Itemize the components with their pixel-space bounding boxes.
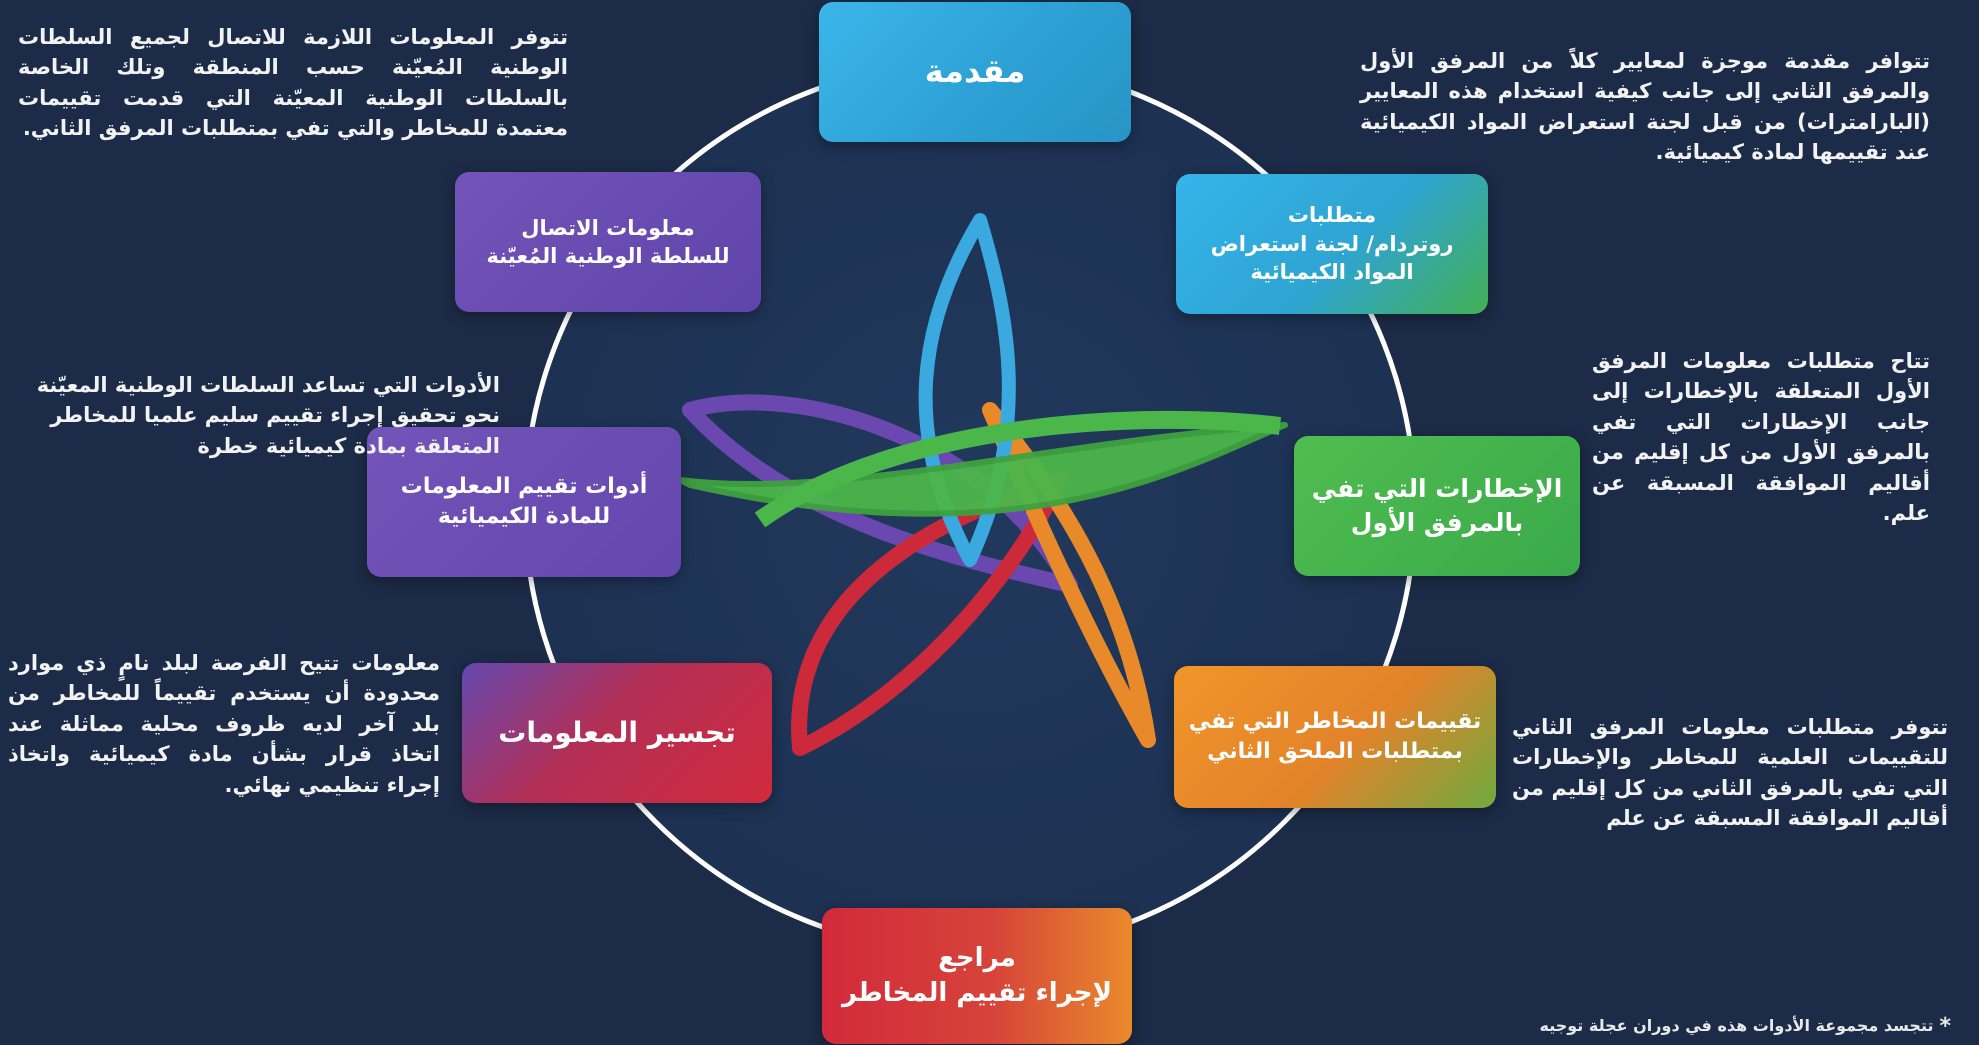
references-node[interactable]: مراجع لإجراء تقييم المخاطر [822, 908, 1132, 1044]
green-petal-arc [754, 410, 1282, 528]
intro-description: تتوافر مقدمة موجزة لمعايير كلاً من المرف… [1360, 49, 1930, 165]
contacts-description: تتوفر المعلومات اللازمة للاتصال لجميع ال… [18, 25, 568, 141]
chemical-assessment-tools-node[interactable]: أدوات تقييم المعلومات للمادة الكيميائية [367, 427, 681, 577]
intro-node[interactable]: مقدمة [819, 2, 1131, 142]
annex2-description: تتوفر متطلبات معلومات المرفق الثاني للتق… [1512, 715, 1948, 831]
tools-description: الأدوات التي تساعد السلطات الوطنية المعي… [36, 373, 500, 458]
blue-petal [918, 213, 1016, 567]
annex1-notifications-node[interactable]: الإخطارات التي تفي بالمرفق الأول [1294, 436, 1580, 576]
orange-petal [982, 402, 1156, 748]
bridging-description: معلومات تتيح الفرصة لبلد نامٍ ذي موارد م… [8, 651, 440, 797]
dna-contacts-node[interactable]: معلومات الاتصال للسلطة الوطنية المُعيّنة [455, 172, 761, 312]
annex1-description: تتاح متطلبات معلومات المرفق الأول المتعل… [1592, 349, 1930, 526]
annex2-risk-assessments-node[interactable]: تقييمات المخاطر التي تفي بمتطلبات الملحق… [1174, 666, 1496, 808]
rotterdam-requirements-node[interactable]: متطلبات روتردام/ لجنة استعراض المواد الك… [1176, 174, 1488, 314]
information-bridging-node[interactable]: تجسير المعلومات [462, 663, 772, 803]
footnote-text: تتجسد مجموعة الأدوات هذه في دوران عجلة ت… [1539, 1016, 1934, 1035]
footnote-star: * [1939, 1014, 1951, 1039]
footnote: * تتجسد مجموعة الأدوات هذه في دوران عجلة … [1540, 1014, 1952, 1039]
